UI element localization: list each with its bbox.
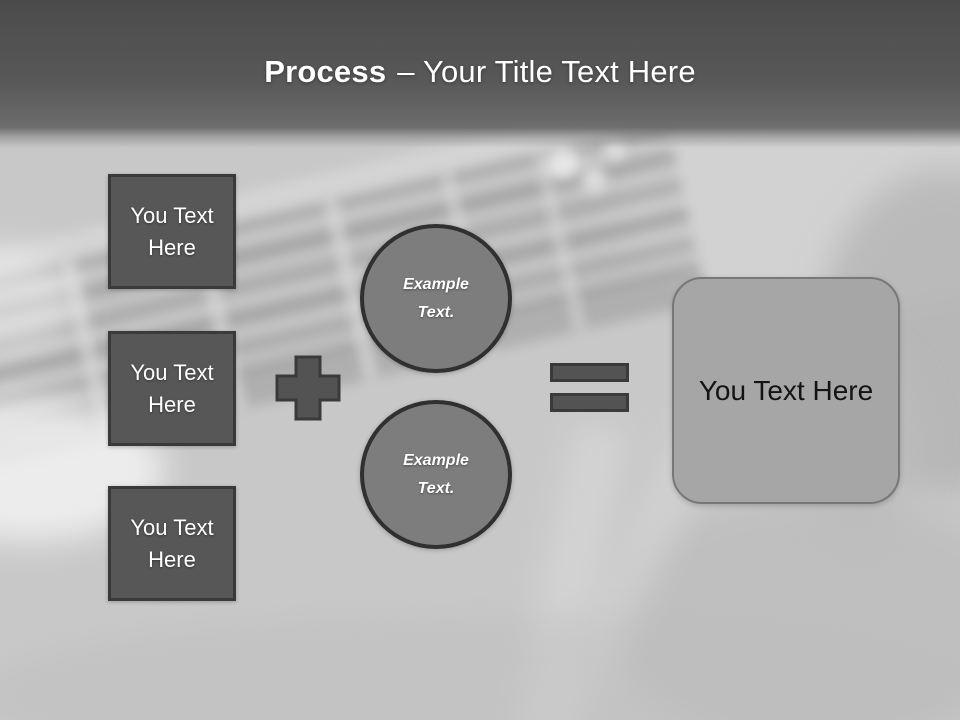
photo-bright-patch-2 <box>0 245 80 355</box>
example-circle-1-label: Example Text. <box>403 276 469 321</box>
input-box-3: You Text Here <box>108 486 236 601</box>
photo-bottom-shade <box>0 615 960 720</box>
example-circle-2-label: Example Text. <box>403 452 469 497</box>
input-box-1: You Text Here <box>108 174 236 289</box>
plus-icon <box>275 355 341 421</box>
example-circle-2: Example Text. <box>360 400 512 549</box>
equals-bar-top <box>550 363 629 382</box>
equals-bar-bottom <box>550 393 629 412</box>
title-subtitle: – Your Title Text Here <box>397 54 696 89</box>
input-box-3-label: You Text Here <box>130 515 214 572</box>
input-box-1-label: You Text Here <box>130 203 214 260</box>
equals-icon <box>550 363 629 412</box>
photo-tuner-highlight <box>547 147 579 179</box>
example-circle-1: Example Text. <box>360 224 512 373</box>
title-keyword: Process <box>264 54 387 89</box>
result-box: You Text Here <box>672 277 900 504</box>
input-box-2: You Text Here <box>108 331 236 446</box>
input-box-2-label: You Text Here <box>130 360 214 417</box>
title-bar <box>0 0 960 148</box>
slide-title: Process – Your Title Text Here <box>0 54 960 90</box>
result-box-label: You Text Here <box>698 374 874 406</box>
photo-tuner-highlight-2 <box>581 166 607 192</box>
